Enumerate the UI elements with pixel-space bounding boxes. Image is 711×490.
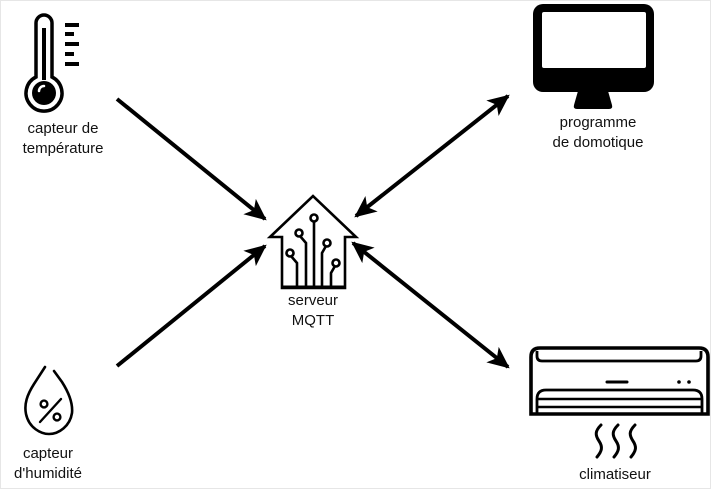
temperature-sensor-label-line-1: capteur de <box>27 120 99 137</box>
mqtt-server-label-line-1: serveur <box>287 292 339 309</box>
edge-humidity-to-server <box>115 244 267 368</box>
edge-temperature-to-server <box>115 97 267 221</box>
humidity-sensor-label-line-1: capteur <box>22 445 74 462</box>
air-conditioner-icon <box>529 346 710 459</box>
humidity-sensor-label-line-2: d'humidité <box>14 465 82 482</box>
home-automation-program-label-line-2: de domotique <box>552 134 644 151</box>
temperature-sensor-label: capteur de température <box>23 119 104 159</box>
mqtt-server-label: serveur MQTT <box>288 291 338 331</box>
temperature-sensor-label-line-2: température <box>22 140 104 157</box>
home-automation-program-label: programme de domotique <box>553 113 644 153</box>
edge-server-program <box>354 94 510 218</box>
air-conditioner-label-line-1: climatiseur <box>579 466 651 483</box>
thermometer-icon <box>24 13 79 113</box>
air-conditioner-label: climatiseur <box>579 465 651 485</box>
humidity-sensor-label: capteur d'humidité <box>14 444 82 484</box>
edge-server-ac <box>351 241 510 369</box>
humidity-drop-icon <box>24 365 74 436</box>
monitor-icon <box>533 4 654 109</box>
smart-home-circuit-icon <box>266 194 360 290</box>
home-automation-program-label-line-1: programme <box>559 114 637 131</box>
mqtt-server-label-line-2: MQTT <box>291 312 335 329</box>
